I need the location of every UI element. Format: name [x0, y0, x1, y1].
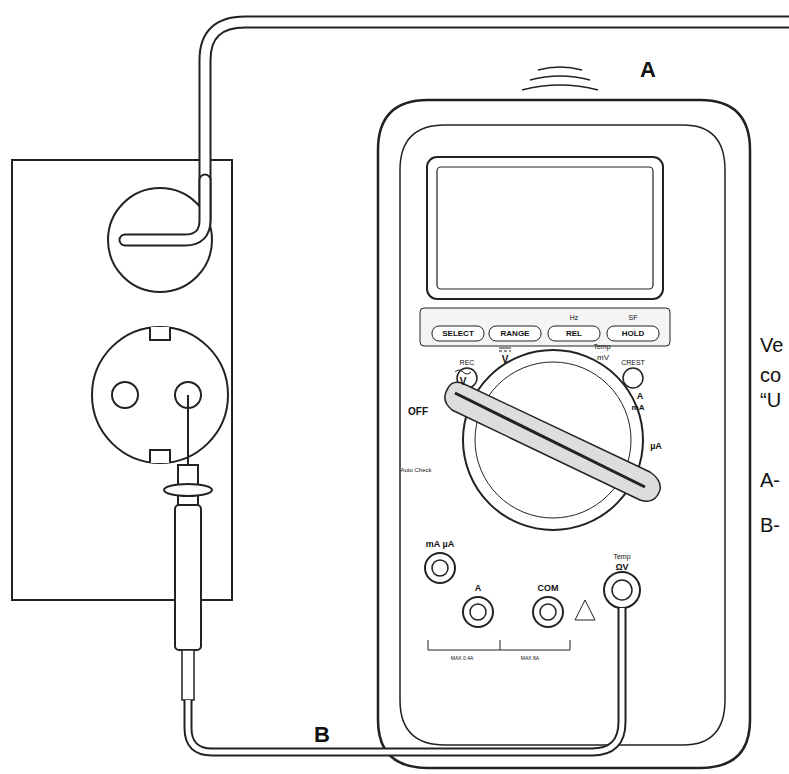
dial-label: Temp [593, 343, 610, 350]
cut-text: “U [760, 390, 781, 410]
terminal-label: mA µA [426, 540, 454, 549]
cut-text: Ve [760, 335, 783, 355]
button-label: CREST [621, 359, 645, 366]
callout-letter: A [640, 59, 656, 81]
dial-label: mA [632, 404, 645, 412]
cut-text: A- [760, 470, 780, 490]
dial-label: A [637, 392, 644, 401]
terminal-label: Temp [613, 553, 630, 560]
button-label: SELECT [442, 330, 474, 338]
dial-label: Auto Check [400, 467, 431, 473]
dial-label: OFF [408, 407, 428, 417]
rating-label: MAX 8A [521, 656, 539, 661]
button-label: REL [566, 330, 582, 338]
dial-label: µA [650, 442, 662, 451]
socket [92, 327, 228, 463]
dial-label: V [460, 377, 467, 387]
button-label: Hz [570, 314, 579, 321]
sound-waves [522, 67, 598, 90]
cut-text: co [760, 365, 781, 385]
dial-label: V [502, 355, 509, 365]
test-probe [164, 395, 212, 700]
terminal-label: COM [538, 584, 559, 593]
multimeter [378, 100, 750, 768]
dial-label: mV [597, 354, 609, 362]
button-label: HOLD [622, 330, 645, 338]
terminal-label: ΩV [615, 563, 628, 572]
rating-label: MAX 0.4A [451, 656, 474, 661]
button-label: REC [460, 359, 475, 366]
terminal-label: A [475, 584, 482, 593]
callout-letter: B [314, 724, 330, 746]
cut-text: B- [760, 515, 780, 535]
probe-wire [188, 608, 622, 752]
button-label: RANGE [501, 330, 530, 338]
button-label: SF [629, 314, 638, 321]
